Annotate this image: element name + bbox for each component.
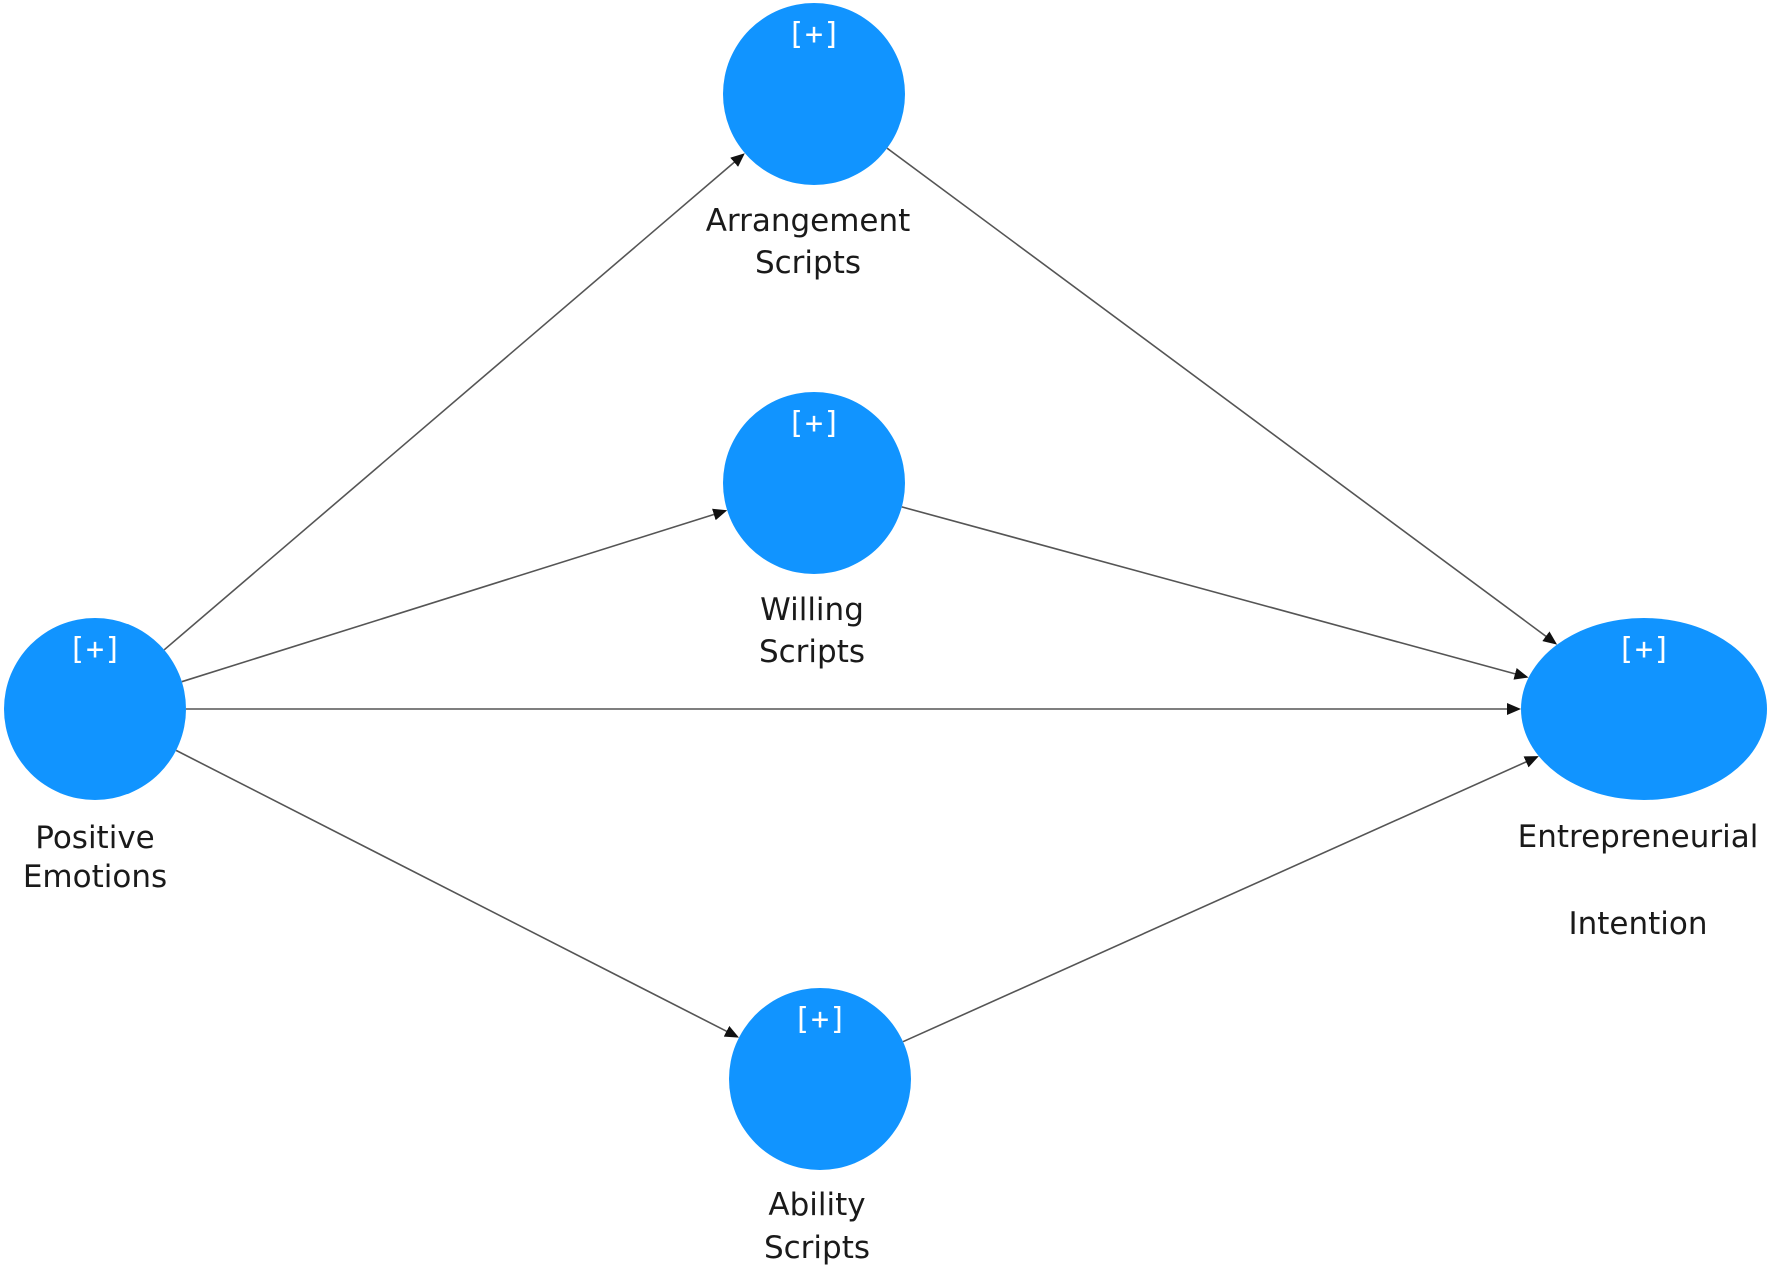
edge-arrangement-scripts-to-entrepreneurial-intention	[886, 147, 1558, 645]
node-circle-arrangement-scripts[interactable]	[723, 3, 905, 185]
node-circle-entrepreneurial-intention[interactable]	[1521, 618, 1767, 800]
edge-willing-scripts-to-entrepreneurial-intention	[901, 506, 1529, 680]
edge-positive-emotions-to-arrangement-scripts	[163, 153, 745, 651]
edge-positive-emotions-to-ability-scripts	[175, 749, 739, 1038]
node-label-arrangement-scripts-line-1: Arrangement	[706, 203, 911, 239]
node-label-ability-scripts-line-1: Ability	[768, 1187, 865, 1223]
node-label-entrepreneurial-intention-line-2: Intention	[1568, 906, 1707, 942]
expand-toggle-positive-emotions[interactable]: [+]	[68, 632, 122, 667]
edges-layer	[163, 147, 1558, 1043]
expand-toggle-arrangement-scripts[interactable]: [+]	[787, 17, 841, 52]
edge-ability-scripts-to-entrepreneurial-intention	[902, 756, 1539, 1043]
node-circle-ability-scripts[interactable]	[729, 988, 911, 1170]
node-circle-positive-emotions[interactable]	[4, 618, 186, 800]
node-label-entrepreneurial-intention-line-1: Entrepreneurial	[1518, 819, 1759, 855]
node-label-ability-scripts-line-2: Scripts	[764, 1230, 870, 1266]
node-label-positive-emotions-line-1: Positive	[35, 820, 155, 856]
node-circle-willing-scripts[interactable]	[723, 392, 905, 574]
node-label-willing-scripts-line-1: Willing	[760, 592, 864, 628]
edge-positive-emotions-to-willing-scripts	[181, 508, 728, 683]
expand-toggle-entrepreneurial-intention[interactable]: [+]	[1617, 632, 1671, 667]
node-label-positive-emotions-line-2: Emotions	[23, 859, 167, 895]
node-label-willing-scripts-line-2: Scripts	[759, 634, 865, 670]
expand-toggle-ability-scripts[interactable]: [+]	[793, 1002, 847, 1037]
node-label-arrangement-scripts-line-2: Scripts	[755, 245, 861, 281]
expand-toggle-willing-scripts[interactable]: [+]	[787, 406, 841, 441]
